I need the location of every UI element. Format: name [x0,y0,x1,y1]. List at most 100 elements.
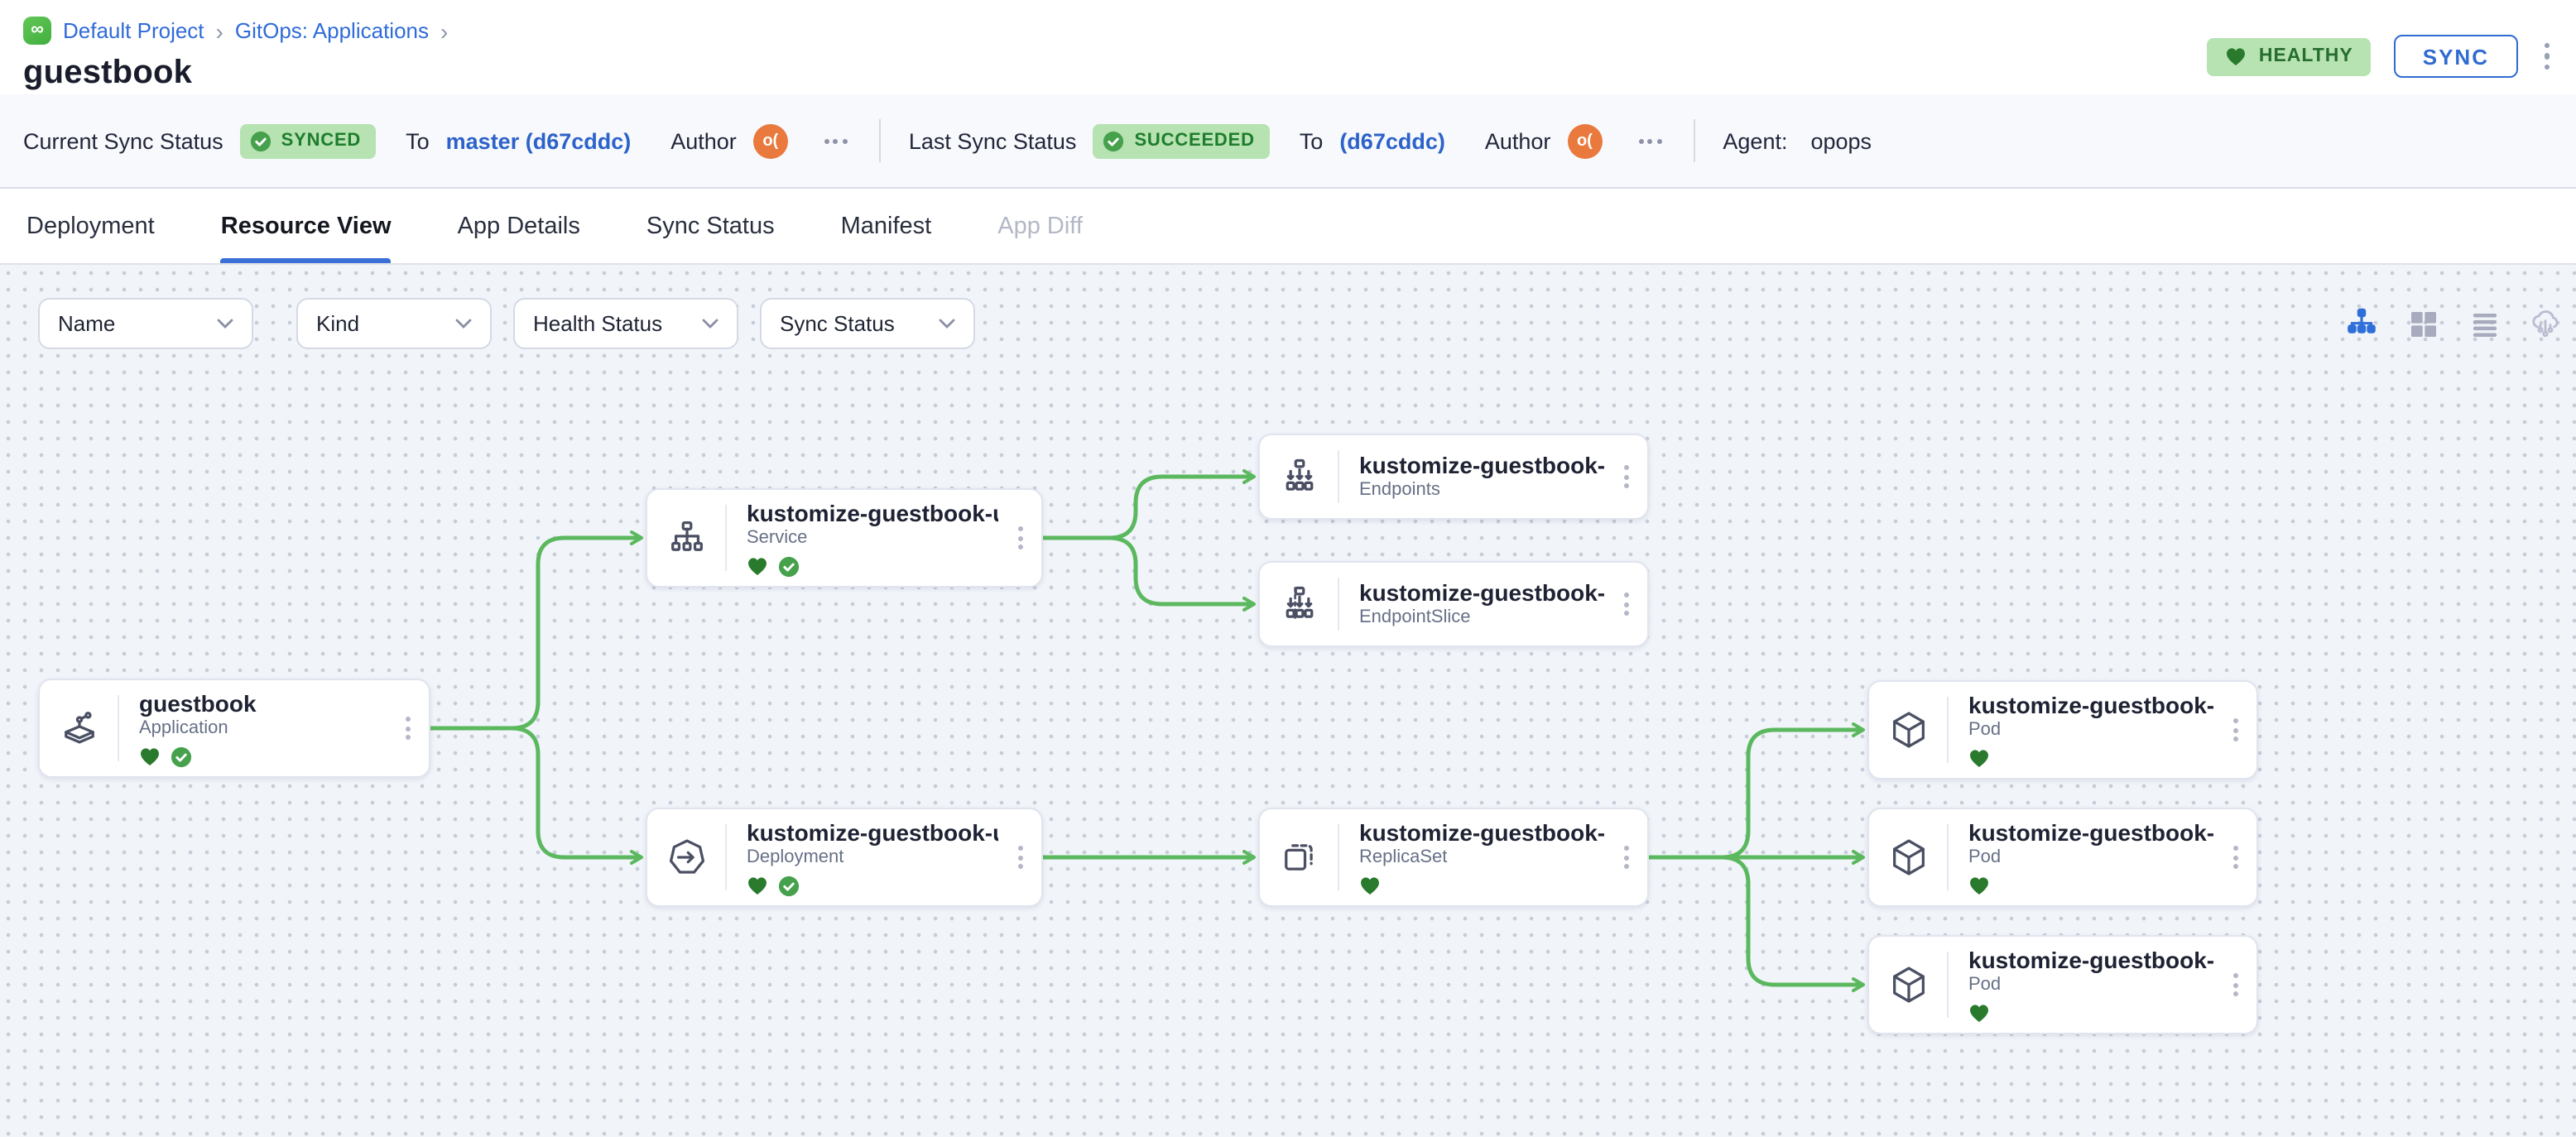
divider [1947,697,1949,763]
commit-more-button[interactable] [1635,132,1665,150]
synced-badge: SYNCED [239,123,377,158]
node-menu-button[interactable] [386,680,429,776]
node-menu-button[interactable] [998,809,1041,905]
list-view-icon[interactable] [2467,306,2502,341]
healthy-heart-icon [139,746,161,767]
resource-node[interactable]: guestbook Application [38,679,430,778]
to-label: To [1299,128,1324,153]
node-menu-button[interactable] [1604,563,1647,645]
resource-kind-icon [1260,435,1338,518]
node-menu-button[interactable] [2213,937,2256,1033]
cloud-view-icon[interactable] [2528,306,2563,341]
divider [1338,450,1339,503]
resource-node-body: kustomize-guestbook-ui-... Pod [1949,682,2213,778]
resource-kind: Endpoints [1359,480,1440,500]
resource-name: kustomize-guestbook-ui-... [1968,691,2213,717]
resource-name: kustomize-guestbook-ui-... [1359,818,1604,845]
resource-name: kustomize-guestbook-ui [747,818,998,845]
author-avatar[interactable]: o( [752,123,788,158]
resource-status-icons [747,875,998,896]
resource-kind-icon [1869,937,1947,1033]
resource-kind: Application [139,717,228,737]
resource-node[interactable]: kustomize-guestbook-ui-... Pod [1867,935,2258,1034]
current-revision-link[interactable]: master (d67cddc) [445,128,632,153]
resource-node[interactable]: kustomize-guestbook-ui-... Pod [1867,808,2258,907]
kind-filter-dropdown[interactable]: Kind [296,298,492,349]
breadcrumb-separator-icon: › [215,17,223,44]
healthy-heart-icon [1968,875,1990,896]
name-filter-dropdown[interactable]: Name [38,298,253,349]
sync-button[interactable]: SYNC [2394,35,2517,78]
node-menu-button[interactable] [2213,809,2256,905]
resource-status-icons [139,746,386,767]
breadcrumb: ∞ Default Project › GitOps: Applications… [23,17,448,45]
author-label: Author [670,128,737,153]
tab-manifest[interactable]: Manifest [840,213,932,239]
node-menu-button[interactable] [2213,682,2256,778]
resource-status-icons [747,555,998,577]
health-status-filter-dropdown[interactable]: Health Status [513,298,738,349]
agent-label: Agent: [1723,128,1788,153]
breadcrumb-applications-link[interactable]: GitOps: Applications [234,18,429,43]
resource-graph-canvas[interactable]: guestbook Application kustomize-guestboo… [0,265,2576,1137]
page-header: ∞ Default Project › GitOps: Applications… [0,0,2576,94]
healthy-heart-icon [1968,1002,1990,1024]
page-title: guestbook [23,55,193,91]
current-sync-label: Current Sync Status [23,128,223,153]
agent-value: opops [1810,128,1872,153]
commit-more-button[interactable] [821,132,851,150]
resource-name: kustomize-guestbook-ui [1359,452,1604,478]
breadcrumb-project-link[interactable]: Default Project [63,18,204,43]
succeeded-badge: SUCCEEDED [1093,123,1270,158]
divider [1338,824,1339,890]
resource-kind: Pod [1968,974,2002,994]
breadcrumb-separator-icon: › [440,17,449,44]
chevron-down-icon [455,318,472,329]
resource-kind-icon [1260,809,1338,905]
author-avatar[interactable]: o( [1567,123,1603,158]
tab-app-diff: App Diff [997,213,1083,239]
divider [725,505,727,571]
check-circle-icon [1103,130,1124,151]
divider [1693,119,1695,162]
synced-check-icon [778,555,800,577]
resource-node[interactable]: kustomize-guestbook-ui Deployment [646,808,1043,907]
resource-kind: Pod [1968,719,2002,739]
check-circle-icon [250,130,272,151]
resource-kind-icon [647,490,725,586]
resource-node[interactable]: kustomize-guestbook-ui Service [646,488,1043,588]
resource-node[interactable]: kustomize-guestbook-ui Endpoints [1258,434,1649,520]
node-menu-button[interactable] [1604,435,1647,518]
resource-node[interactable]: kustomize-guestbook-ui-... EndpointSlice [1258,561,1649,647]
divider [1947,952,1949,1018]
node-menu-button[interactable] [1604,809,1647,905]
node-menu-button[interactable] [998,490,1041,586]
chevron-down-icon [939,318,955,329]
app-menu-button[interactable] [2540,40,2553,74]
resource-kind: Pod [1968,847,2002,866]
divider [1947,824,1949,890]
sync-status-filter-dropdown[interactable]: Sync Status [760,298,975,349]
succeeded-badge-label: SUCCEEDED [1134,131,1255,151]
tab-deployment[interactable]: Deployment [26,213,155,239]
resource-node-body: kustomize-guestbook-ui Deployment [727,809,998,905]
resource-status-icons [1359,875,1604,896]
grid-view-icon[interactable] [2405,306,2440,341]
tree-view-icon[interactable] [2344,306,2379,341]
tab-resource-view[interactable]: Resource View [220,189,392,263]
resource-kind-icon [1869,682,1947,778]
tab-app-details[interactable]: App Details [457,213,580,239]
agent-group: Agent: opops [1723,128,1872,153]
resource-node[interactable]: kustomize-guestbook-ui-... Pod [1867,680,2258,780]
tab-sync-status[interactable]: Sync Status [646,213,775,239]
author-label: Author [1484,128,1551,153]
resource-kind-icon [40,680,118,776]
resource-status-icons [1968,1002,2213,1024]
last-revision-link[interactable]: (d67cddc) [1339,128,1445,153]
divider [1338,578,1339,631]
resource-kind-icon [647,809,725,905]
resource-node[interactable]: kustomize-guestbook-ui-... ReplicaSet [1258,808,1649,907]
divider [725,824,727,890]
resource-node-body: kustomize-guestbook-ui-... ReplicaSet [1339,809,1604,905]
resource-node-body: kustomize-guestbook-ui-... EndpointSlice [1339,563,1604,645]
